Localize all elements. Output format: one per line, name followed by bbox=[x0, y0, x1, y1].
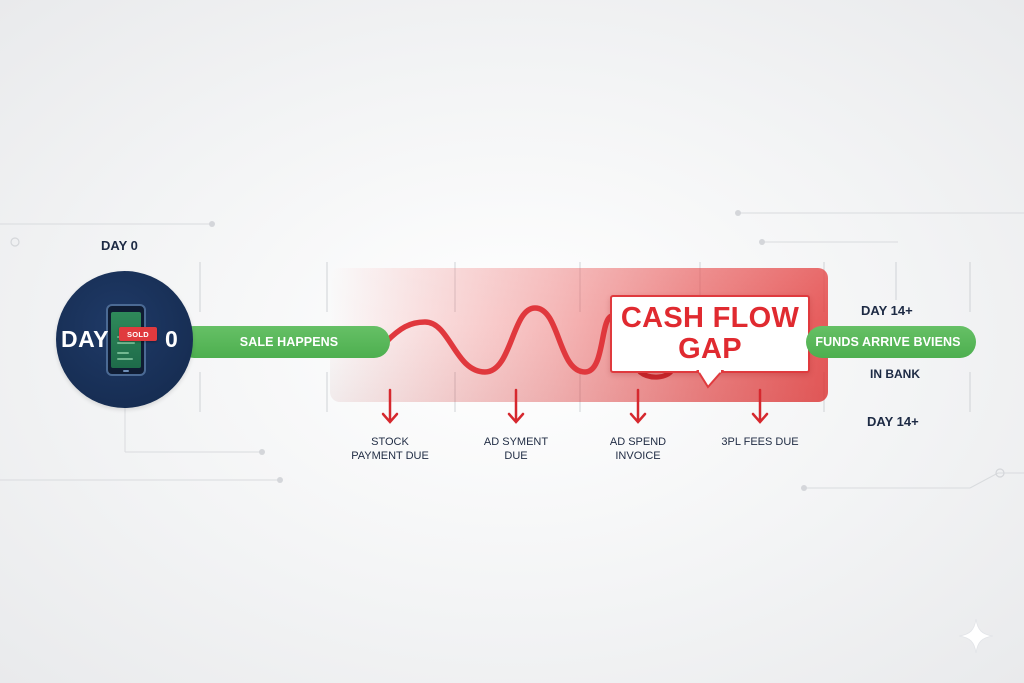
day-number: 0 bbox=[165, 326, 178, 352]
funds-arrive-bar: FUNDS ARRIVE BVIENS bbox=[806, 326, 976, 358]
arrow-down-icon bbox=[629, 388, 647, 424]
arrow-down-icon bbox=[507, 388, 525, 424]
day-word: DAY bbox=[61, 326, 109, 352]
event-3pl-fees-label: 3PL FEES DUE bbox=[721, 436, 799, 448]
funds-arrive-label: FUNDS ARRIVE BVIENS bbox=[815, 335, 961, 349]
sale-happens-bar: SALE HAPPENS bbox=[178, 326, 390, 358]
sale-happens-label: SALE HAPPENS bbox=[239, 335, 339, 349]
circuit-nodes bbox=[209, 210, 807, 491]
event-stock-payment-label: STOCK PAYMENT DUE bbox=[351, 436, 429, 462]
event-ad-spend-label: AD SPEND INVOICE bbox=[609, 436, 667, 462]
arrow-down-icon bbox=[381, 388, 399, 424]
day-14-top-label: DAY 14+ bbox=[861, 303, 913, 318]
sold-badge: SOLD bbox=[119, 327, 157, 341]
day-0-label: DAY 0 bbox=[101, 238, 138, 253]
day-14-bottom-label: DAY 14+ bbox=[867, 414, 919, 429]
callout-title: CASH FLOW GAP bbox=[620, 302, 800, 365]
circuit-lines bbox=[0, 212, 1024, 489]
in-bank-label: IN BANK bbox=[870, 367, 920, 381]
event-ad-syment-label: AD SYMENT DUE bbox=[483, 436, 549, 462]
sparkle-icon bbox=[958, 618, 994, 654]
arrow-down-icon bbox=[751, 388, 769, 424]
